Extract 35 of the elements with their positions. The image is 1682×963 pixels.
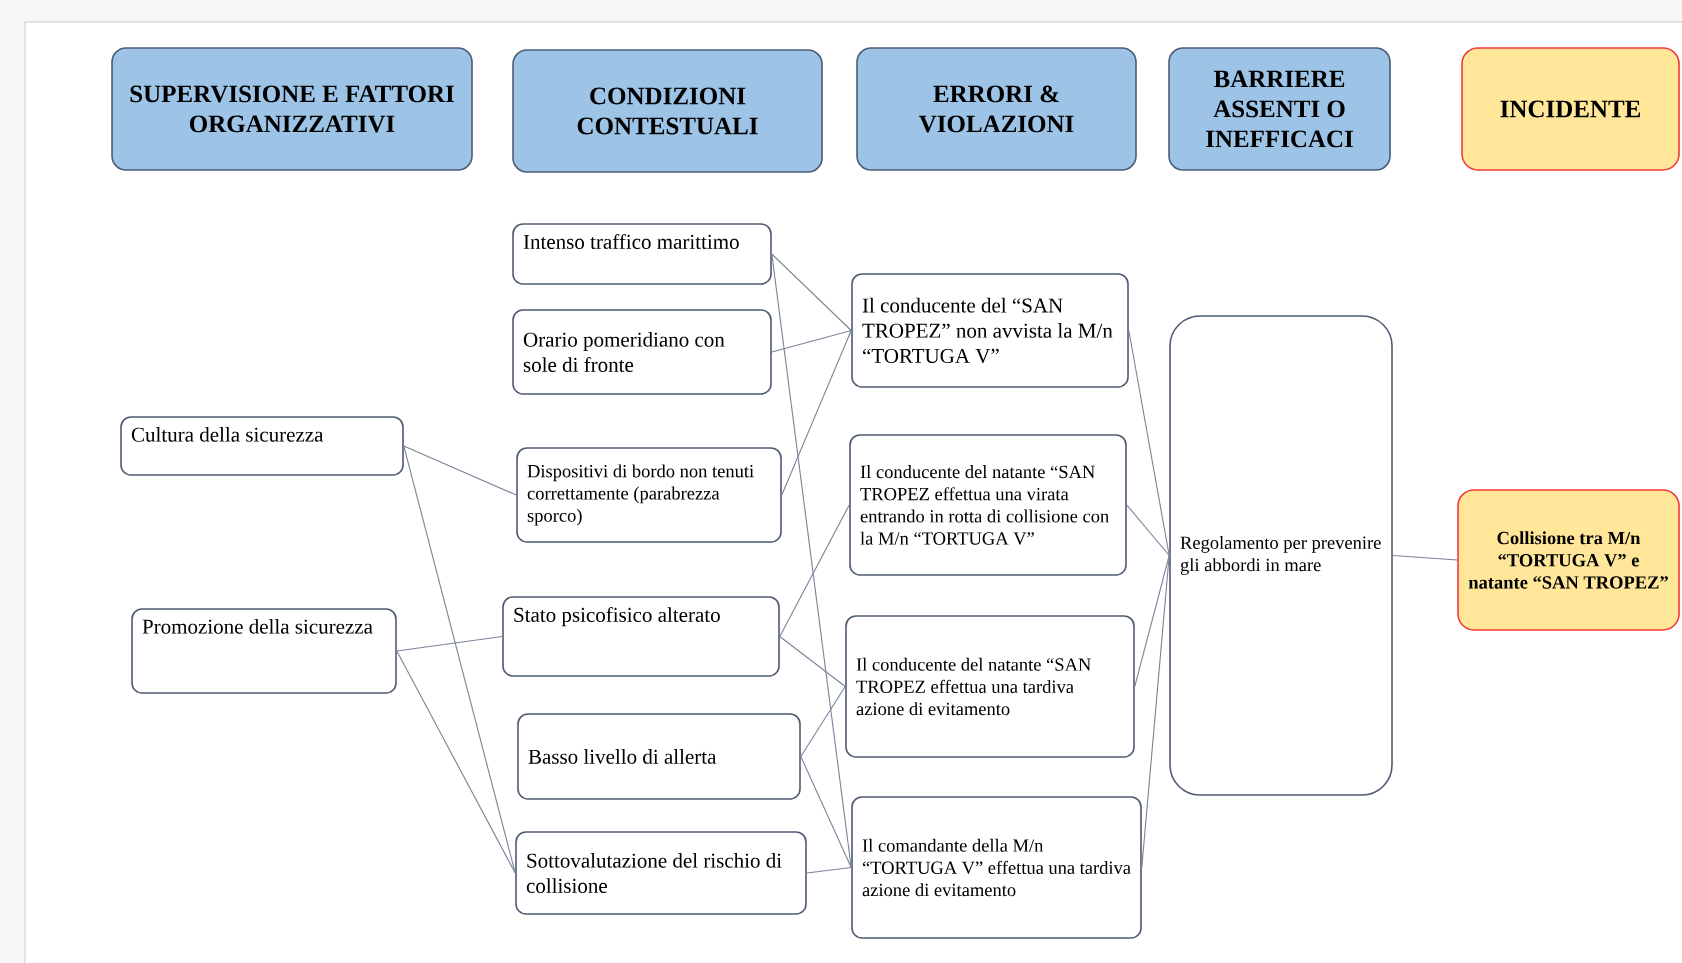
connector-line: [771, 253, 852, 332]
factor-box: Orario pomeridiano con sole di fronte: [512, 309, 772, 395]
barrier-box: Regolamento per prevenire gli abbordi in mare: [1169, 315, 1393, 796]
factor-box: Il conducente del natante “SAN TROPEZ effettua una virata entrando in rotta di collisione con la M/n “TORTUGA V”: [849, 434, 1127, 576]
factor-box: Il comandante della M/n “TORTUGA V” effettua una tardiva azione di evitamento: [851, 796, 1142, 939]
factor-box: Promozione della sicurezza: [131, 608, 397, 694]
factor-box: Stato psicofisico alterato: [502, 596, 780, 677]
factor-box: Il conducente del “SAN TROPEZ” non avvista la M/n “TORTUGA V”: [851, 273, 1129, 388]
connector-line: [779, 504, 850, 638]
factor-box: Cultura della sicurezza: [120, 416, 404, 476]
header-box: CONDIZIONI CONTESTUALI: [512, 49, 823, 173]
header-box: BARRIERE ASSENTI O INEFFICACI: [1168, 47, 1391, 171]
header-box: SUPERVISIONE E FATTORI ORGANIZZATIVI: [111, 47, 473, 171]
factor-box: Sottovalutazione del rischio di collisione: [515, 831, 807, 915]
connector-line: [781, 329, 852, 496]
connector-line: [1126, 504, 1170, 557]
incident-box: INCIDENTE: [1461, 47, 1680, 171]
connector-line: [771, 329, 852, 353]
factor-box: Dispositivi di bordo non tenuti correttamente (parabrezza sporco): [516, 447, 782, 543]
connector-line: [1128, 329, 1170, 557]
connector-line: [800, 755, 852, 869]
factor-box: Il conducente del natante “SAN TROPEZ effettua una tardiva azione di evitamento: [845, 615, 1135, 758]
connector-line: [800, 685, 846, 758]
factor-box: Basso livello di allerta: [517, 713, 801, 800]
connector-line: [771, 253, 852, 869]
connector-line: [1392, 554, 1458, 561]
connector-line: [396, 635, 503, 652]
connector-line: [396, 650, 516, 874]
connector-line: [403, 445, 517, 496]
connector-line: [806, 866, 852, 874]
incident-box: Collisione tra M/n “TORTUGA V” e natante “SAN TROPEZ”: [1457, 489, 1680, 631]
connector-line: [779, 635, 846, 688]
header-box: ERRORI & VIOLAZIONI: [856, 47, 1137, 171]
factor-box: Intenso traffico marittimo: [512, 223, 772, 285]
connector-line: [1141, 554, 1170, 869]
